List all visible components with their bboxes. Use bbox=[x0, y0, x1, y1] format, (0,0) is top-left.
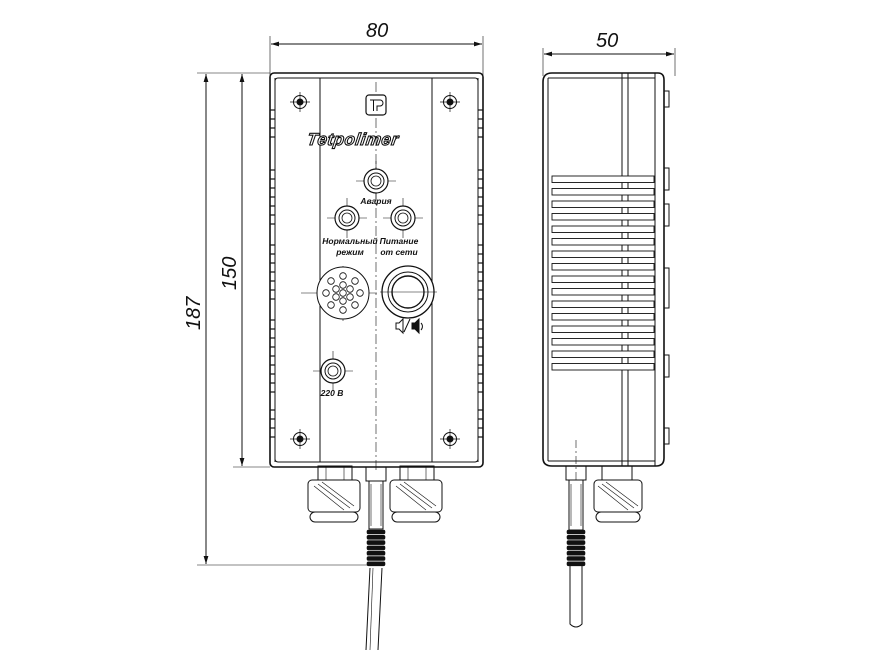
vent-slot bbox=[551, 213, 655, 221]
normal-mode-label-1: Нормальный bbox=[322, 236, 378, 246]
dimension-depth-label: 50 bbox=[596, 30, 618, 52]
vent-slot bbox=[551, 200, 655, 208]
left-cable-gland bbox=[307, 465, 361, 523]
speaker-mute-icon bbox=[395, 317, 423, 335]
strain-relief-rib bbox=[366, 545, 386, 551]
connector-pin bbox=[327, 277, 335, 285]
dimension-height-total: 187 bbox=[183, 72, 374, 566]
vent-slot bbox=[551, 238, 655, 246]
multipin-connector-icon bbox=[301, 266, 377, 321]
strain-relief-rib bbox=[566, 540, 586, 545]
vent-slot bbox=[551, 263, 655, 271]
strain-relief-rib bbox=[366, 556, 386, 561]
vent-slot bbox=[551, 188, 655, 196]
vent-slot bbox=[551, 225, 655, 233]
vent-slot bbox=[551, 363, 655, 371]
right-cable-gland bbox=[389, 465, 443, 523]
connector-pin bbox=[339, 289, 347, 297]
connector-pin bbox=[351, 277, 359, 285]
logo-icon bbox=[365, 94, 387, 116]
dimension-width-label: 80 bbox=[366, 20, 388, 42]
front-view: Tetpolimer Авария Нормальный режим Питан… bbox=[269, 72, 484, 651]
connector-pin bbox=[339, 272, 347, 280]
voltage-label: 220 В bbox=[320, 388, 344, 398]
strain-relief-rib bbox=[366, 561, 386, 567]
strain-relief-rib bbox=[566, 561, 586, 567]
strain-relief-rib bbox=[566, 545, 586, 551]
vent-slot bbox=[551, 275, 655, 283]
vent-slot bbox=[551, 175, 655, 183]
left-ribs bbox=[270, 109, 275, 438]
vent-slot bbox=[551, 338, 655, 346]
sensor-cable bbox=[365, 466, 387, 651]
vent-slot bbox=[551, 250, 655, 258]
strain-relief-rib bbox=[366, 529, 386, 535]
vent-slot bbox=[551, 288, 655, 296]
vent-slot bbox=[551, 300, 655, 308]
vent-slot bbox=[551, 325, 655, 333]
vent-slot bbox=[551, 313, 655, 321]
side-view bbox=[542, 72, 670, 628]
normal-mode-label-2: режим bbox=[335, 247, 364, 257]
side-knobs bbox=[663, 90, 670, 445]
side-cable-gland bbox=[593, 465, 643, 523]
dimension-height-total-label: 187 bbox=[183, 296, 205, 330]
connector-pin bbox=[322, 289, 330, 297]
connector-pin bbox=[339, 281, 347, 289]
strain-relief-rib bbox=[566, 529, 586, 535]
strain-relief-rib bbox=[566, 556, 586, 561]
connector-pin bbox=[339, 297, 347, 305]
strain-relief-rib bbox=[566, 534, 586, 540]
connector-pin bbox=[332, 285, 340, 293]
connector-pin bbox=[351, 301, 359, 309]
brand-name: Tetpolimer bbox=[306, 130, 401, 149]
side-sensor-cable bbox=[565, 465, 587, 628]
dimension-height-body-label: 150 bbox=[219, 257, 241, 290]
connector-pin bbox=[346, 285, 354, 293]
strain-relief-rib bbox=[566, 550, 586, 556]
dimension-height-body: 150 bbox=[219, 74, 270, 468]
connector-pin bbox=[346, 293, 354, 301]
strain-relief-rib bbox=[366, 540, 386, 545]
dimension-width: 80 bbox=[269, 20, 484, 76]
alarm-label: Авария bbox=[359, 196, 391, 206]
power-label-2: от сети bbox=[380, 247, 418, 257]
dimension-depth: 50 bbox=[542, 30, 676, 76]
connector-pin bbox=[327, 301, 335, 309]
ventilation-slots bbox=[551, 175, 655, 371]
strain-relief-rib bbox=[366, 550, 386, 556]
vent-slot bbox=[551, 350, 655, 358]
power-label-1: Питание bbox=[380, 236, 419, 246]
connector-pin bbox=[339, 306, 347, 314]
connector-pin bbox=[332, 293, 340, 301]
sound-toggle-button[interactable] bbox=[380, 265, 437, 319]
strain-relief-rib bbox=[366, 534, 386, 540]
connector-pin bbox=[356, 289, 364, 297]
right-ribs bbox=[478, 109, 483, 438]
